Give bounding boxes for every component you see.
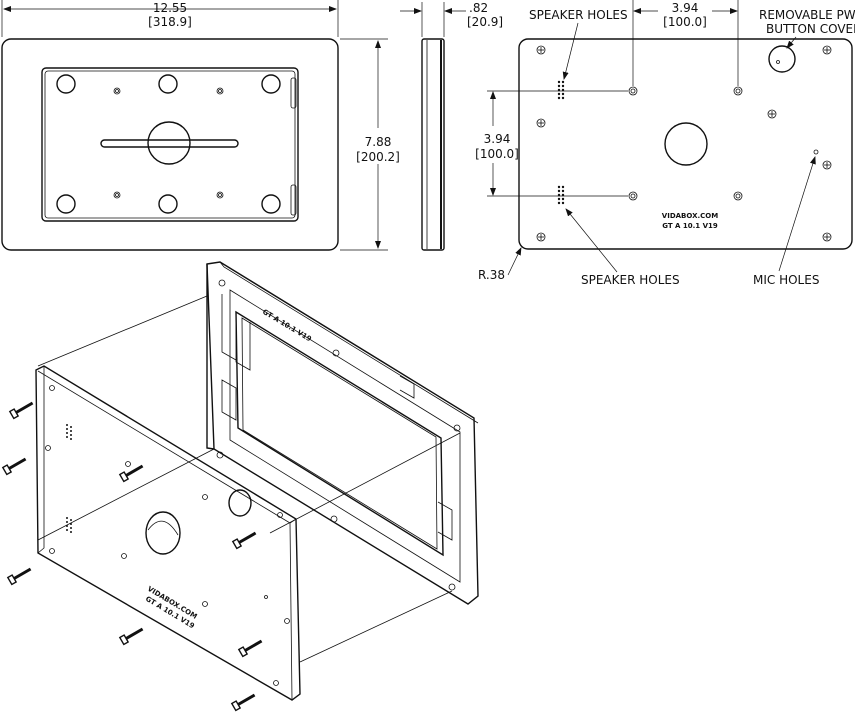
front-inner-opening bbox=[41, 67, 299, 222]
width-dim-mm: [318.9] bbox=[148, 15, 192, 29]
depth-dim-in: .82 bbox=[469, 1, 488, 15]
front-small-holes bbox=[113, 87, 224, 199]
hole-spacing-h-in: 3.94 bbox=[672, 1, 699, 15]
callout-speaker-holes-top: SPEAKER HOLES bbox=[529, 8, 628, 22]
front-center-hole bbox=[147, 121, 191, 165]
front-outer-frame bbox=[1, 38, 339, 251]
hole-spacing-v-mm: [100.0] bbox=[475, 147, 519, 161]
back-corner-screws bbox=[536, 45, 832, 242]
iso-back-plate: VIDABOX.COM GT A 10.1 V19 bbox=[35, 365, 301, 701]
back-engraving-line2: GT A 10.1 V19 bbox=[662, 222, 718, 230]
back-view: VIDABOX.COM GT A 10.1 V19 3.94 [100.0] 3… bbox=[475, 0, 855, 287]
exploded-view: GT A 10.1 V19 bbox=[1, 261, 479, 712]
height-dim-mm: [200.2] bbox=[356, 150, 400, 164]
callout-pwr-line2: BUTTON COVER bbox=[766, 22, 855, 36]
height-dim-in: 7.88 bbox=[365, 135, 392, 149]
front-side-vents bbox=[290, 77, 297, 216]
iso-projection-lines bbox=[37, 295, 461, 663]
iso-enclosure: GT A 10.1 V19 bbox=[206, 261, 479, 605]
corner-radius-label: R.38 bbox=[478, 268, 505, 282]
callout-speaker-holes-bottom: SPEAKER HOLES bbox=[581, 273, 680, 287]
iso-screws bbox=[1, 401, 263, 712]
width-dim-in: 12.55 bbox=[153, 1, 187, 15]
back-speaker-holes bbox=[557, 80, 565, 205]
front-view: 12.55 [318.9] 7.88 [200.2] bbox=[1, 0, 400, 251]
side-view: .82 [20.9] bbox=[400, 1, 503, 251]
front-cable-slot bbox=[100, 139, 239, 148]
back-plate bbox=[518, 38, 853, 250]
back-center-hole bbox=[664, 122, 708, 166]
depth-dim-mm: [20.9] bbox=[467, 15, 503, 29]
hole-spacing-h-mm: [100.0] bbox=[663, 15, 707, 29]
back-engraving-line1: VIDABOX.COM bbox=[662, 212, 718, 220]
front-large-holes bbox=[56, 74, 281, 214]
iso-enclosure-engraving: GT A 10.1 V19 bbox=[261, 308, 313, 344]
mic-hole bbox=[813, 149, 819, 155]
callout-mic-holes: MIC HOLES bbox=[753, 273, 819, 287]
back-vesa-holes bbox=[628, 86, 743, 201]
hole-spacing-v-in: 3.94 bbox=[484, 132, 511, 146]
power-button-cover bbox=[768, 45, 796, 73]
callout-pwr-line1: REMOVABLE PWR bbox=[759, 8, 855, 22]
